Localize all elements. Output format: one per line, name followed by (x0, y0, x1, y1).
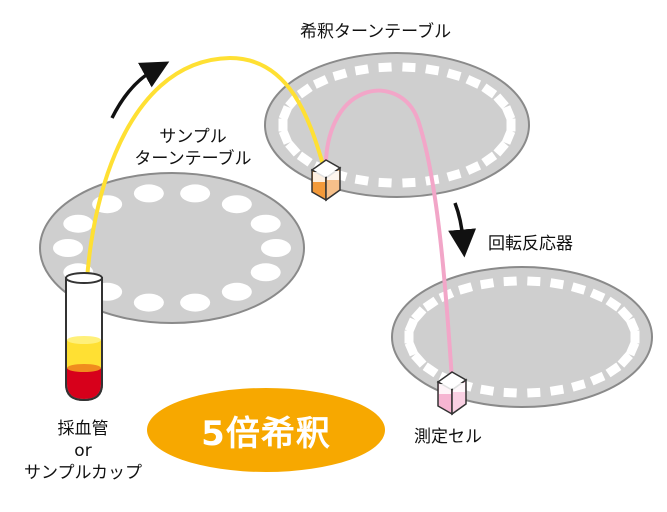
sample-transfer-path (83, 55, 326, 332)
sample-position (133, 184, 164, 203)
reaction-position (549, 384, 565, 396)
reaction-position (422, 296, 439, 312)
dilution-positions (278, 62, 516, 188)
reaction-position (605, 362, 622, 378)
dilution-position (332, 68, 348, 81)
dilution-badge-text: 5倍希釈 (201, 413, 331, 454)
sample-position (261, 239, 291, 257)
reaction-position (404, 340, 419, 357)
reaction-position (630, 330, 640, 344)
dilution-position (402, 177, 416, 188)
test-tube-icon (65, 272, 103, 402)
reaction-position (625, 340, 640, 357)
dilution-position (296, 83, 313, 99)
dilution-position (465, 161, 482, 175)
measurement-cell-label: 測定セル (414, 427, 482, 447)
dilution-position (278, 105, 293, 121)
reaction-position (411, 351, 427, 368)
tube-label-line2: or (74, 441, 92, 461)
dilution-position (296, 151, 313, 167)
sample-position (180, 293, 211, 312)
dilution-position (501, 105, 516, 121)
dilution-badge: 5倍希釈 (147, 388, 385, 472)
reaction-disk-label: 回転反応器 (488, 234, 573, 254)
sample-position (133, 293, 164, 312)
tube-label-line3: サンプルカップ (24, 463, 142, 483)
sample-turntable-label: サンプル ターンテーブル (122, 126, 264, 170)
reaction-position (404, 317, 419, 334)
sample-position (53, 239, 83, 257)
reaction-position (404, 330, 414, 344)
reaction-position (422, 362, 439, 378)
reaction-position (589, 288, 606, 303)
sample-position (221, 282, 252, 301)
dilution-position (378, 177, 392, 188)
sample-position (180, 184, 211, 203)
dilution-position (481, 83, 498, 99)
dilution-position (285, 140, 301, 157)
dilution-position (493, 140, 509, 157)
reaction-position (411, 306, 427, 323)
dilution-cup-icon (310, 159, 342, 202)
curved-arrow-icon (110, 61, 170, 119)
dilution-position (354, 64, 369, 76)
dilution-position (278, 129, 293, 145)
reaction-position (479, 384, 495, 396)
reaction-position (617, 306, 633, 323)
reaction-position (527, 387, 541, 398)
dilution-turntable (264, 52, 530, 198)
reaction-position (571, 379, 586, 392)
reaction-position (571, 282, 586, 295)
dilution-position (378, 62, 392, 73)
reaction-position (625, 317, 640, 334)
measurement-cell-icon (436, 371, 468, 416)
dilution-position (506, 118, 516, 132)
reaction-position (503, 276, 517, 287)
sample-position (221, 195, 252, 214)
reaction-position (458, 282, 473, 295)
dilution-position (425, 64, 440, 76)
dilution-turntable-label: 希釈ターンテーブル (300, 22, 452, 42)
reaction-turntable (391, 266, 653, 408)
reaction-position (605, 296, 622, 312)
reaction-position (503, 387, 517, 398)
sample-position (250, 214, 281, 233)
sample-turntable-label-line1: サンプル (159, 127, 227, 147)
sample-turntable-label-line2: ターンテーブル (134, 149, 252, 169)
dilution-position (402, 62, 416, 73)
dilution-position (493, 93, 509, 110)
dilution-position (481, 151, 498, 167)
curved-arrow-icon (448, 202, 477, 258)
dilution-position (354, 174, 369, 186)
reaction-position (589, 371, 606, 386)
dilution-position (465, 75, 482, 89)
dilution-position (446, 169, 462, 182)
reaction-position (617, 351, 633, 368)
dilution-position (312, 75, 329, 89)
tube-label: 採血管 or サンプルカップ (8, 418, 158, 484)
tube-label-line1: 採血管 (57, 419, 109, 439)
reaction-position (549, 278, 565, 290)
reaction-position (479, 278, 495, 290)
dilution-position (446, 68, 462, 81)
sample-position (250, 263, 281, 282)
diluted-transfer-path (323, 88, 454, 382)
reaction-position (527, 276, 541, 287)
dilution-position (501, 129, 516, 145)
dilution-position (278, 118, 288, 132)
sample-position (63, 214, 94, 233)
